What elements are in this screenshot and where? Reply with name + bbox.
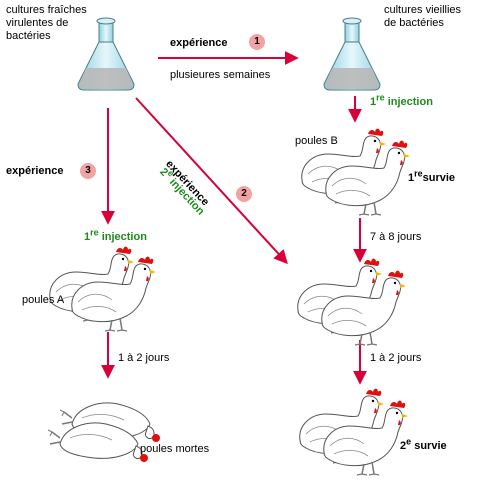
experience-3-badge: 3 — [80, 163, 96, 179]
interval-1-2-days-left: 1 à 2 jours — [118, 352, 170, 364]
poules-middle-hens — [297, 257, 407, 346]
arrow-experience-2 — [135, 97, 288, 265]
aged-culture-flask-icon — [323, 17, 381, 91]
fresh-cultures-label: cultures fraîches virulentes de bactérie… — [6, 4, 87, 42]
dead-hens-label: poules mortes — [140, 443, 210, 455]
aged-cultures-label: cultures vieillies de bactéries — [384, 4, 462, 29]
interval-1-2-days-right: 1 à 2 jours — [370, 352, 422, 364]
poules-b-label: poules B — [295, 135, 338, 147]
second-survival-label: 2e survie — [400, 436, 447, 452]
experience-2-badge: 2 — [236, 186, 252, 202]
interval-7-8-days: 7 à 8 jours — [370, 231, 422, 243]
poules-a-hens — [49, 245, 157, 332]
first-injection-b-label: 1re injection — [370, 92, 433, 108]
experience-1-label: expérience — [170, 37, 228, 49]
experience-1-duration: plusieures semaines — [170, 69, 271, 81]
first-injection-a-label: 1re injection — [84, 227, 147, 243]
experience-1-badge: 1 — [249, 34, 265, 50]
poules-a-label: poules A — [22, 294, 65, 306]
poules-survie-2-hens — [299, 387, 409, 476]
first-survival-label: 1resurvie — [408, 168, 456, 184]
experience-3-label: expérience — [6, 165, 64, 177]
